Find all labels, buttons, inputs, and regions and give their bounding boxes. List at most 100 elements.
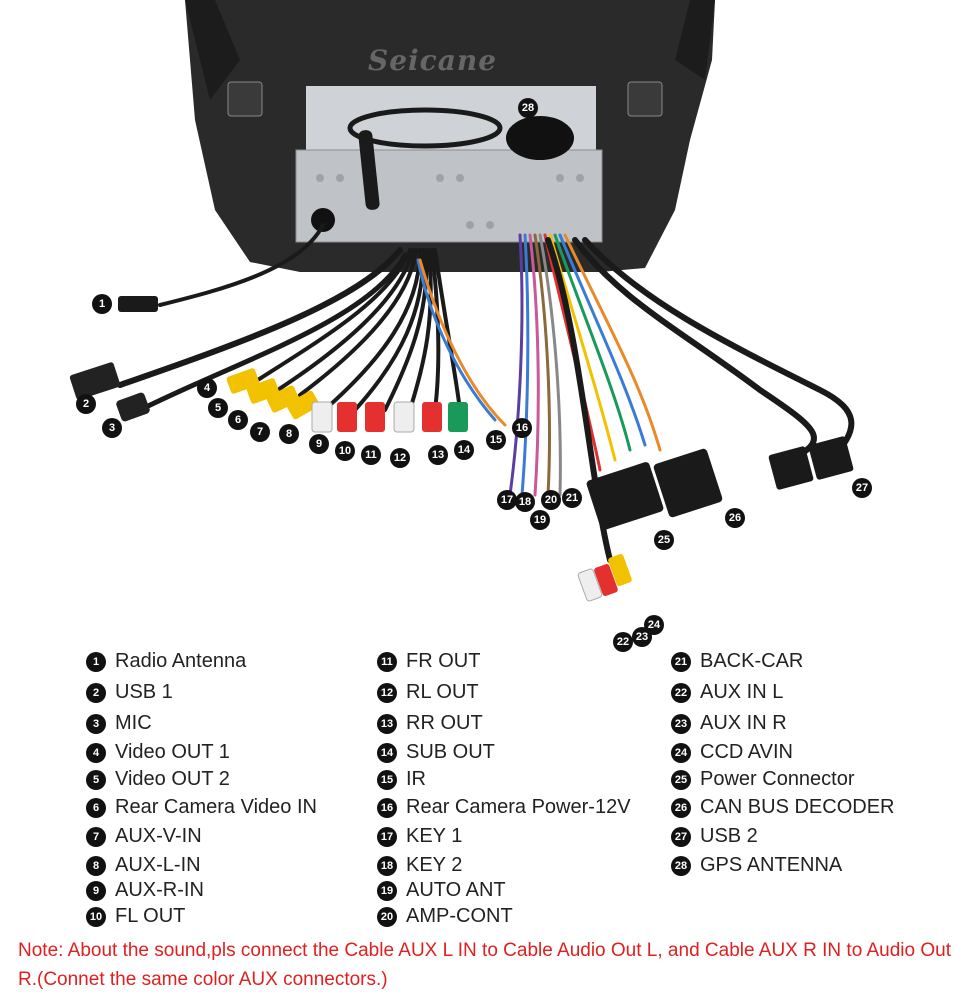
usb1-cable bbox=[117, 247, 403, 388]
legend-label: Video OUT 1 bbox=[115, 741, 230, 763]
callout-2: 2 bbox=[76, 394, 96, 414]
callout-20: 20 bbox=[541, 490, 561, 510]
legend-item-6: 6 Rear Camera Video IN bbox=[86, 796, 317, 819]
callout-5: 5 bbox=[208, 398, 228, 418]
legend-number: 19 bbox=[377, 880, 397, 901]
legend-number: 24 bbox=[671, 742, 691, 763]
legend-label: AUX-V-IN bbox=[115, 825, 202, 847]
legend-number: 6 bbox=[86, 797, 106, 818]
callout-13: 13 bbox=[428, 445, 448, 465]
legend-label: AMP-CONT bbox=[406, 905, 513, 927]
legend-item-1: 1 Radio Antenna bbox=[86, 650, 246, 673]
callout-21: 21 bbox=[562, 488, 582, 508]
usb1-connector bbox=[69, 362, 121, 400]
frame-right-wing bbox=[675, 0, 715, 80]
legend-number: 18 bbox=[377, 855, 397, 876]
legend-label: FL OUT bbox=[115, 905, 186, 927]
callout-25: 25 bbox=[654, 530, 674, 550]
callout-19: 19 bbox=[530, 510, 550, 530]
legend-item-14: 14 SUB OUT bbox=[377, 741, 495, 764]
callout-12: 12 bbox=[390, 448, 410, 468]
legend-label: FR OUT bbox=[406, 650, 481, 672]
legend-item-17: 17 KEY 1 bbox=[377, 825, 462, 848]
legend-number: 1 bbox=[86, 651, 106, 672]
legend-label: Video OUT 2 bbox=[115, 768, 230, 790]
legend-item-24: 24 CCD AVIN bbox=[671, 741, 793, 764]
legend-number: 4 bbox=[86, 742, 106, 763]
sound-note: Note: About the sound,pls connect the Ca… bbox=[18, 940, 951, 990]
legend-item-15: 15 IR bbox=[377, 768, 426, 791]
legend-label: KEY 1 bbox=[406, 825, 463, 847]
legend-label: GPS ANTENNA bbox=[700, 854, 843, 876]
wiring-illustration bbox=[69, 0, 855, 602]
power-connector bbox=[586, 462, 664, 530]
callout-18: 18 bbox=[515, 492, 535, 512]
legend-item-21: 21 BACK-CAR bbox=[671, 650, 803, 673]
legend-number: 13 bbox=[377, 713, 397, 734]
legend-number: 21 bbox=[671, 651, 691, 672]
legend-label: AUTO ANT bbox=[406, 879, 506, 901]
legend-item-5: 5 Video OUT 2 bbox=[86, 768, 230, 791]
mic-cable bbox=[137, 252, 408, 413]
legend-item-23: 23 AUX IN R bbox=[671, 712, 787, 735]
radio-antenna-connector bbox=[118, 296, 158, 312]
callout-1: 1 bbox=[92, 294, 112, 314]
callout-4: 4 bbox=[197, 378, 217, 398]
callout-26: 26 bbox=[725, 508, 745, 528]
legend-label: KEY 2 bbox=[406, 854, 463, 876]
legend-item-18: 18 KEY 2 bbox=[377, 854, 462, 877]
legend-number: 12 bbox=[377, 682, 397, 703]
legend-item-11: 11 FR OUT bbox=[377, 650, 480, 673]
legend-label: AUX IN R bbox=[700, 712, 787, 734]
left-bracket bbox=[227, 81, 263, 117]
callout-15: 15 bbox=[486, 430, 506, 450]
callout-17: 17 bbox=[497, 490, 517, 510]
legend-number: 28 bbox=[671, 855, 691, 876]
radio-socket bbox=[311, 208, 335, 232]
legend-label: Rear Camera Video IN bbox=[115, 796, 317, 818]
can-bus-decoder bbox=[653, 448, 723, 518]
wifi-antenna bbox=[358, 130, 380, 210]
brand-watermark: Seicane bbox=[368, 44, 498, 77]
rca-plugs bbox=[226, 368, 468, 433]
legend-item-4: 4 Video OUT 1 bbox=[86, 741, 230, 764]
legend-number: 8 bbox=[86, 855, 106, 876]
callout-16: 16 bbox=[512, 418, 532, 438]
usb2-connector-b bbox=[808, 436, 854, 480]
legend-number: 7 bbox=[86, 826, 106, 847]
legend-number: 10 bbox=[86, 906, 106, 927]
legend-label: BACK-CAR bbox=[700, 650, 804, 672]
usb2-connector-a bbox=[768, 446, 814, 490]
right-bracket bbox=[627, 81, 663, 117]
legend-item-28: 28 GPS ANTENNA bbox=[671, 854, 842, 877]
legend-number: 17 bbox=[377, 826, 397, 847]
mic-connector bbox=[116, 392, 150, 422]
callout-27: 27 bbox=[852, 478, 872, 498]
legend-item-7: 7 AUX-V-IN bbox=[86, 825, 202, 848]
callout-8: 8 bbox=[279, 424, 299, 444]
callout-3: 3 bbox=[102, 418, 122, 438]
legend-label: SUB OUT bbox=[406, 741, 495, 763]
legend-label: AUX-L-IN bbox=[115, 854, 201, 876]
legend-number: 23 bbox=[671, 713, 691, 734]
legend-number: 5 bbox=[86, 769, 106, 790]
legend-number: 22 bbox=[671, 682, 691, 703]
legend-number: 11 bbox=[377, 651, 397, 672]
legend-label: IR bbox=[406, 768, 426, 790]
legend-label: CCD AVIN bbox=[700, 741, 793, 763]
gps-cable-coil bbox=[347, 107, 503, 149]
legend-number: 14 bbox=[377, 742, 397, 763]
legend-label: Radio Antenna bbox=[115, 650, 247, 672]
legend-number: 15 bbox=[377, 769, 397, 790]
legend-label: Rear Camera Power-12V bbox=[406, 796, 631, 818]
frame-left-wing bbox=[185, 0, 240, 100]
